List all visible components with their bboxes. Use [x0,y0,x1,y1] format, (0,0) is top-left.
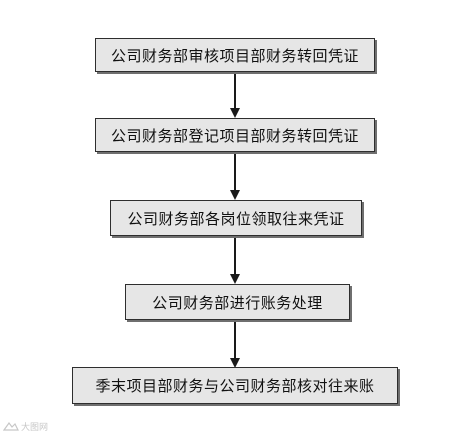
arrowhead-1 [230,108,240,118]
arrowhead-2 [230,190,240,200]
step-collect-vouchers-label: 公司财务部各岗位领取往来凭证 [127,209,345,228]
step-collect-vouchers: 公司财务部各岗位领取往来凭证 [110,200,362,236]
connector-2 [234,154,236,191]
watermark-logo-icon [3,421,19,431]
connector-1 [234,74,236,109]
step-register-vouchers: 公司财务部登记项目部财务转回凭证 [95,118,375,152]
connector-3 [234,238,236,275]
step-review-vouchers: 公司财务部审核项目部财务转回凭证 [95,38,375,72]
watermark-text: 大图网 [21,423,49,433]
step-register-vouchers-label: 公司财务部登记项目部财务转回凭证 [110,126,359,145]
arrowhead-3 [230,274,240,284]
arrowhead-4 [230,358,240,368]
step-quarter-reconciliation-label: 季末项目部财务与公司财务部核对往来账 [95,377,375,395]
step-accounting-label: 公司财务部进行账务处理 [152,293,323,312]
step-accounting: 公司财务部进行账务处理 [125,284,350,320]
step-review-vouchers-label: 公司财务部审核项目部财务转回凭证 [110,46,359,65]
watermark: 大图网 [3,420,48,433]
step-quarter-reconciliation: 季末项目部财务与公司财务部核对往来账 [72,367,398,404]
connector-4 [234,322,236,359]
